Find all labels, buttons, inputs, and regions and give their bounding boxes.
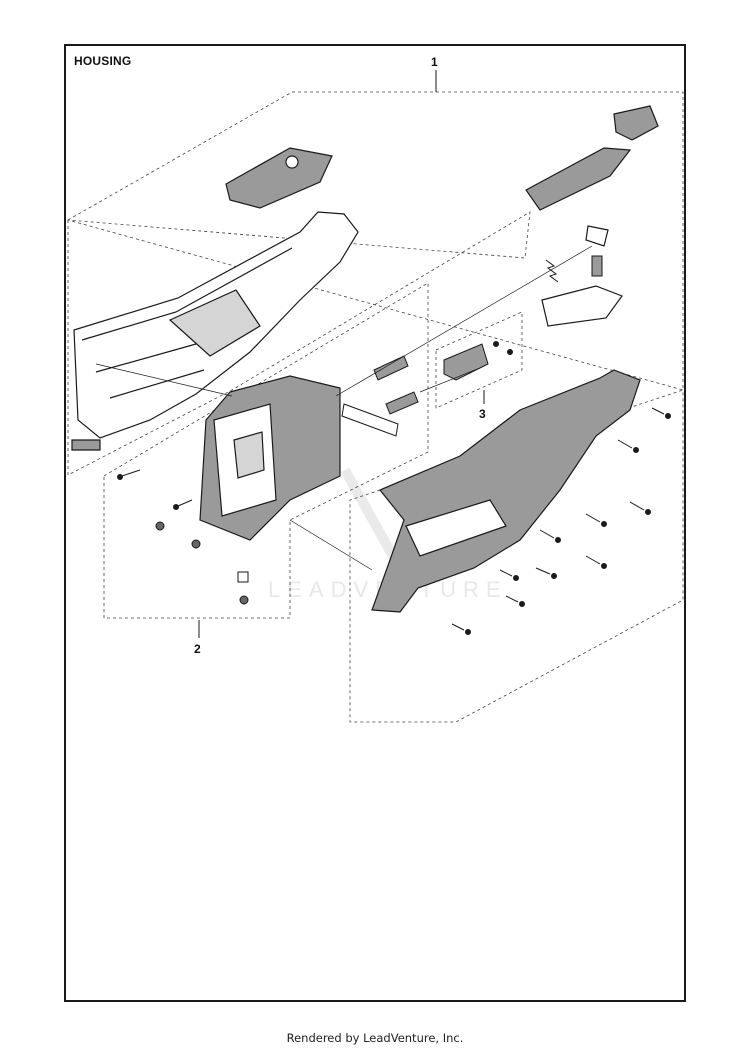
mounting-plate[interactable] bbox=[341, 403, 399, 437]
assembly-guide-lines bbox=[95, 245, 593, 571]
right-housing-half[interactable] bbox=[371, 369, 641, 613]
callout-3[interactable]: 3 bbox=[479, 407, 486, 421]
diagram-title: HOUSING bbox=[74, 54, 132, 68]
group-3-outline bbox=[435, 311, 523, 409]
diagram-frame bbox=[64, 44, 686, 1002]
screws-group-1[interactable] bbox=[451, 407, 671, 635]
motor-shroud[interactable] bbox=[199, 375, 341, 541]
group-outlines bbox=[66, 91, 684, 723]
switch-cover[interactable] bbox=[225, 147, 333, 209]
footer-credit: Rendered by LeadVenture, Inc. bbox=[286, 1031, 464, 1045]
screws-group-2[interactable] bbox=[117, 469, 249, 605]
switch-assembly[interactable] bbox=[443, 341, 513, 381]
leader-lines bbox=[198, 70, 485, 638]
callout-2[interactable]: 2 bbox=[194, 642, 201, 656]
handle-parts[interactable] bbox=[525, 105, 659, 327]
group-1-outline bbox=[66, 91, 684, 723]
group-1-left-outline bbox=[67, 211, 531, 476]
springs-and-pins[interactable] bbox=[373, 255, 603, 415]
callout-1[interactable]: 1 bbox=[431, 55, 438, 69]
left-housing-half[interactable] bbox=[71, 211, 359, 451]
